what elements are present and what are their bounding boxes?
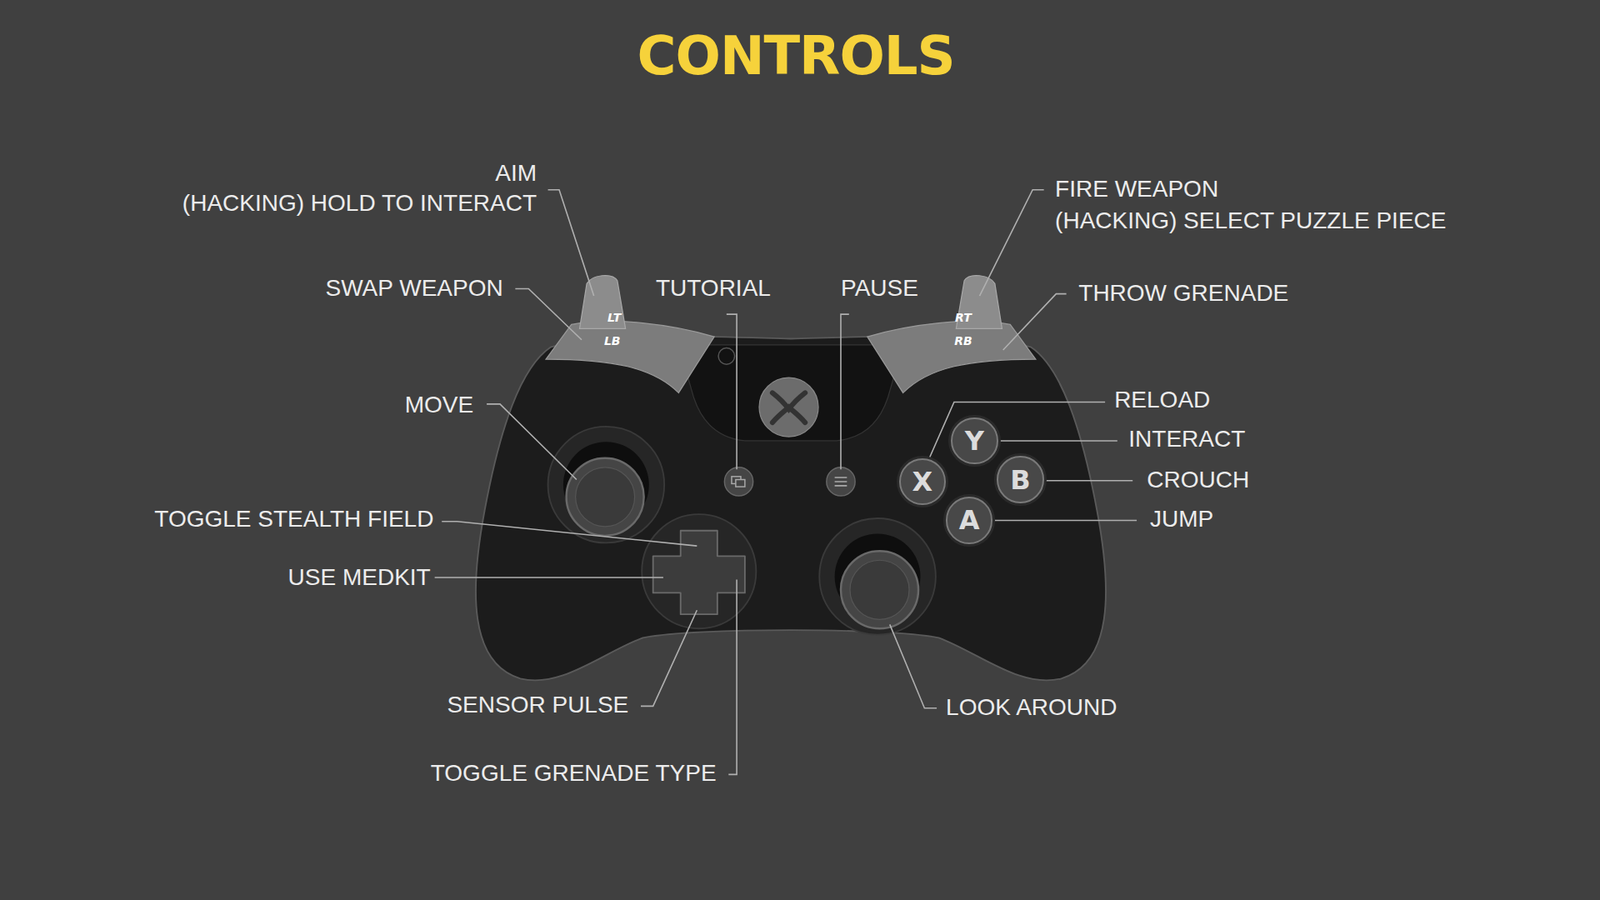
shoulder-button: LB — [600, 330, 624, 353]
button-letter: LB — [604, 334, 621, 348]
button-letter: Y — [965, 425, 985, 457]
shoulder-button: RB — [951, 330, 975, 353]
callout-label: TUTORIAL — [655, 275, 771, 302]
guide-button — [759, 377, 819, 437]
callout-label: TOGGLE STEALTH FIELD — [154, 506, 434, 533]
menu-button — [826, 467, 855, 496]
callout-label: AIM — [495, 160, 537, 187]
callout-label: CROUCH — [1146, 467, 1250, 494]
face-button: X — [899, 458, 946, 505]
button-letter: A — [959, 504, 980, 536]
left-stick — [566, 458, 645, 536]
callout-label: FIRE WEAPON — [1055, 176, 1219, 203]
button-letter: RT — [955, 310, 972, 325]
face-button: A — [945, 496, 993, 544]
callout-label: USE MEDKIT — [288, 565, 431, 591]
callout-label: INTERACT — [1128, 426, 1245, 453]
callout-label: (HACKING) HOLD TO INTERACT — [182, 190, 537, 217]
left-trigger — [580, 275, 626, 330]
callout-label: LOOK AROUND — [945, 695, 1117, 721]
callout-label: SWAP WEAPON — [325, 275, 504, 302]
callout-label: TOGGLE GRENADE TYPE — [430, 760, 717, 787]
button-letter: LT — [607, 310, 621, 325]
right-bumper — [867, 320, 1036, 393]
shoulder-button: RT — [951, 305, 975, 329]
shoulder-button: LT — [603, 305, 626, 329]
leader-lines — [435, 190, 1137, 775]
button-letter: X — [912, 465, 934, 498]
callout-label: PAUSE — [840, 275, 919, 302]
controller-body — [475, 336, 1106, 681]
button-letter: RB — [954, 334, 972, 348]
callout-label: (HACKING) SELECT PUZZLE PIECE — [1055, 208, 1446, 235]
callout-label: JUMP — [1150, 506, 1214, 533]
page-title: CONTROLS — [637, 25, 955, 87]
callout-label: MOVE — [405, 392, 474, 419]
callout-label: THROW GRENADE — [1078, 280, 1289, 307]
callout-label: RELOAD — [1114, 387, 1210, 414]
face-button: B — [996, 455, 1044, 503]
face-button: Y — [950, 417, 998, 465]
callout-label: SENSOR PULSE — [446, 692, 629, 719]
top-panel — [678, 345, 903, 441]
button-letter: B — [1010, 464, 1030, 496]
left-bumper — [545, 320, 715, 393]
view-button — [724, 467, 753, 496]
right-stick — [840, 550, 919, 629]
